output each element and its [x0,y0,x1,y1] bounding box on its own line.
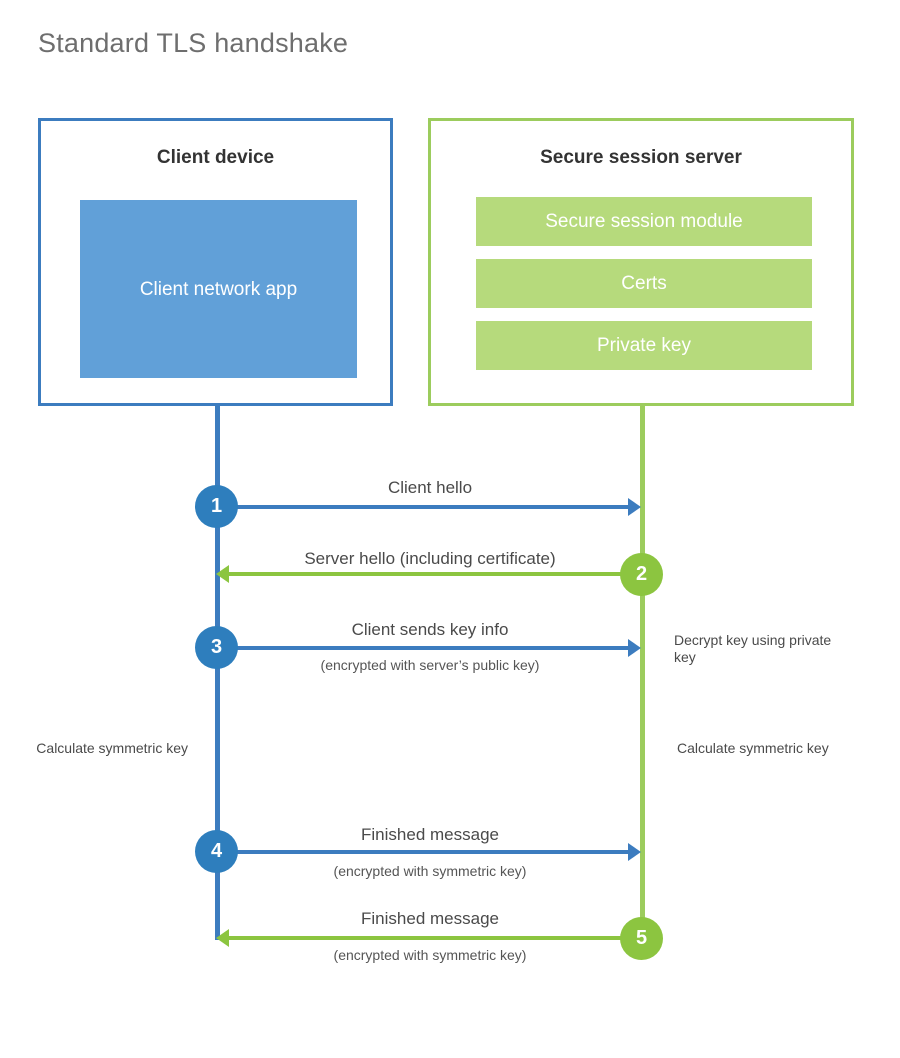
step-3-marker: 3 [195,626,238,669]
client-device-box: Client device Client network app [38,118,393,406]
step-4-sublabel: (encrypted with symmetric key) [333,863,527,879]
server-calculate-symmetric-key-annotation: Calculate symmetric key [677,740,829,756]
step-5-marker: 5 [620,917,663,960]
step-4-label: Finished message [361,825,499,844]
step-2-arrow [216,565,630,583]
client-calculate-symmetric-key-annotation: Calculate symmetric key [36,740,188,756]
step-4-arrow [217,843,641,861]
step-5-arrow [216,929,630,947]
step-1-marker: 1 [195,485,238,528]
client-network-app-block: Client network app [80,200,357,378]
server-component-private-key: Private key [476,321,812,370]
step-3-arrow [217,639,641,657]
server-lifeline [640,406,645,940]
step-1-label: Client hello [387,478,473,497]
secure-session-server-title: Secure session server [540,147,742,168]
step-5-sublabel: (encrypted with symmetric key) [333,947,527,963]
arrowhead-left-icon [216,929,229,947]
page-title: Standard TLS handshake [38,28,349,58]
server-component-secure-session-module: Secure session module [476,197,812,246]
secure-session-server-box: Secure session server Secure session mod… [428,118,854,406]
step-1-arrow [217,498,641,516]
step-2-marker: 2 [620,553,663,596]
step-5-label: Finished message [361,909,499,928]
server-component-certs: Certs [476,259,812,308]
arrowhead-right-icon [628,843,641,861]
arrowhead-left-icon [216,565,229,583]
step-4-marker: 4 [195,830,238,873]
step-3-label: Client sends key info [351,620,509,639]
decrypt-key-annotation: Decrypt key using private key [674,632,832,665]
arrowhead-right-icon [628,498,641,516]
step-3-sublabel: (encrypted with server’s public key) [320,657,540,673]
client-device-title: Client device [156,147,275,168]
server-component-list: Secure session module Certs Private key [476,197,812,370]
client-lifeline [215,406,220,940]
arrowhead-right-icon [628,639,641,657]
step-2-label: Server hello (including certificate) [304,549,556,568]
